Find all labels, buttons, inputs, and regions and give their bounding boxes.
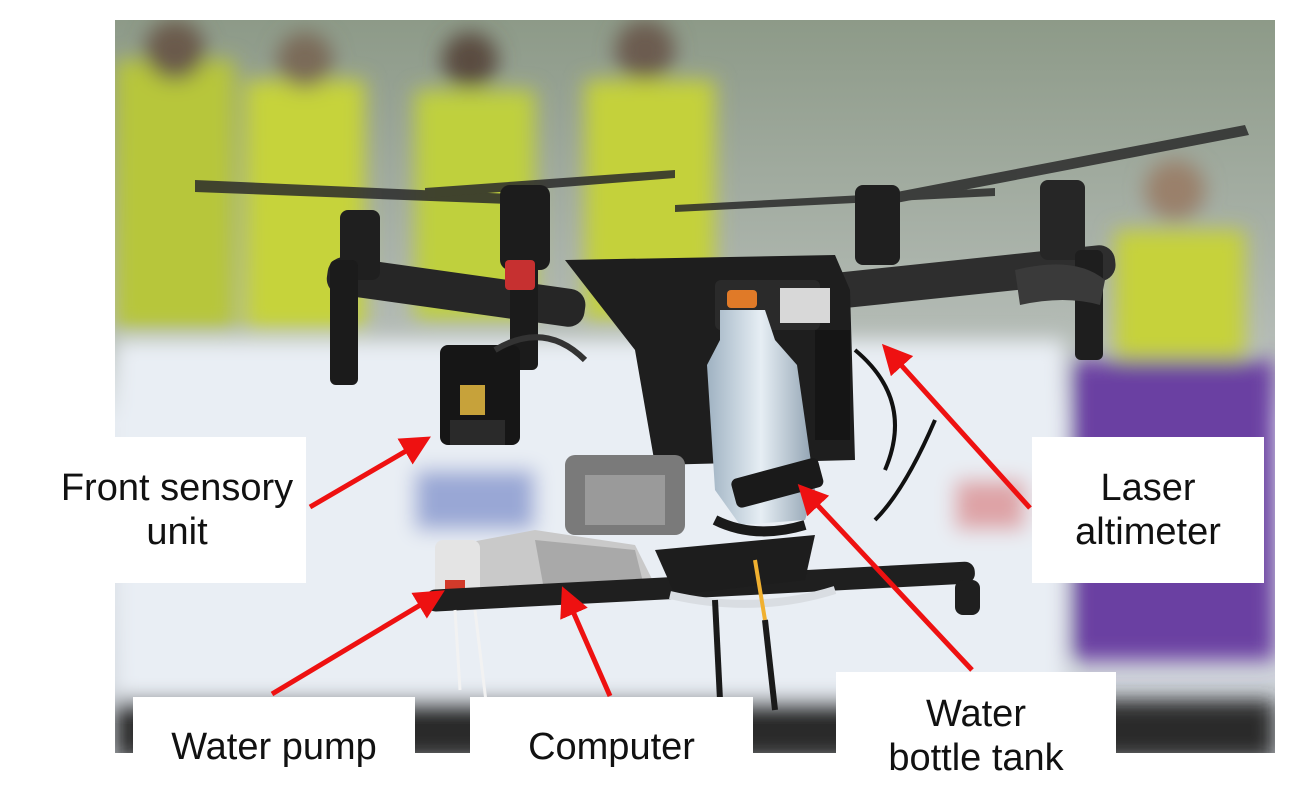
arrow-computer [560, 586, 613, 698]
label-water-bottle-tank-text: Water bottle tank [888, 693, 1064, 779]
label-computer: Computer [470, 697, 753, 797]
label-computer-text: Computer [528, 726, 695, 768]
label-laser-altimeter-text: Laser altimeter [1075, 467, 1221, 553]
front-sensor-cluster [440, 334, 588, 445]
label-front-sensory-unit: Front sensory unit [48, 437, 306, 583]
drone-photo [115, 20, 1275, 753]
drone-illustration [115, 20, 1275, 753]
label-water-pump-text: Water pump [171, 726, 377, 768]
arrow-front-sensory-unit [308, 436, 431, 510]
drone-frame [326, 180, 1116, 385]
water-bottle [707, 290, 824, 537]
arrow-water-bottle-tank [797, 484, 974, 672]
arrow-water-pump [270, 590, 445, 697]
arrow-laser-altimeter [881, 343, 1032, 510]
propellers [195, 125, 1249, 212]
label-laser-altimeter: Laser altimeter [1032, 437, 1264, 583]
label-water-bottle-tank: Water bottle tank [836, 672, 1116, 800]
label-water-pump: Water pump [133, 697, 415, 797]
label-front-sensory-unit-text: Front sensory unit [60, 467, 294, 553]
